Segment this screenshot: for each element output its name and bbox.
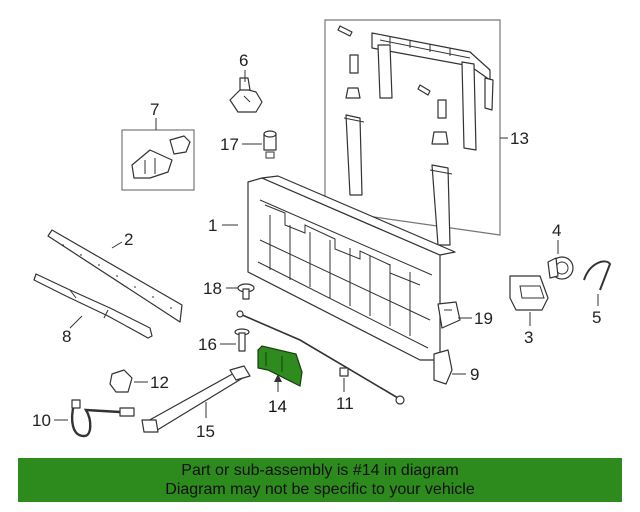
callout-13[interactable]: 13 — [510, 129, 529, 148]
part-7-box[interactable] — [121, 129, 195, 191]
callout-11[interactable]: 11 — [336, 394, 354, 413]
part-9-bracket[interactable] — [433, 349, 453, 385]
part-1-tailgate-inner-panel[interactable] — [247, 175, 456, 361]
part-6-latch-bracket[interactable] — [229, 77, 263, 113]
part-18-pin[interactable] — [237, 283, 255, 300]
part-17-bumper[interactable] — [263, 130, 277, 159]
info-banner: Part or sub-assembly is #14 in diagram D… — [18, 458, 622, 502]
part-12-clip[interactable] — [109, 369, 133, 393]
callout-19[interactable]: 19 — [474, 309, 493, 328]
leader-8 — [69, 315, 83, 329]
callout-18[interactable]: 18 — [203, 279, 222, 298]
part-4-lock-cylinder[interactable] — [547, 256, 574, 280]
part-3-handle-bezel[interactable] — [509, 275, 549, 311]
callout-5[interactable]: 5 — [592, 308, 601, 327]
callout-2[interactable]: 2 — [124, 230, 133, 249]
banner-line-1: Part or sub-assembly is #14 in diagram — [181, 462, 459, 479]
part-10-cable[interactable] — [70, 399, 135, 438]
callout-15[interactable]: 15 — [196, 422, 215, 441]
part-5-clip[interactable] — [583, 260, 612, 291]
part-19-bracket[interactable] — [437, 301, 461, 329]
callout-4[interactable]: 4 — [552, 221, 561, 240]
callout-8[interactable]: 8 — [62, 327, 71, 346]
callout-17[interactable]: 17 — [220, 135, 239, 154]
callout-12[interactable]: 12 — [150, 373, 169, 392]
part-13-assembly[interactable] — [324, 19, 501, 246]
part-15-rod[interactable] — [141, 365, 251, 433]
callout-9[interactable]: 9 — [470, 365, 479, 384]
callout-14[interactable]: 14 — [268, 397, 287, 416]
banner-line-2: Diagram may not be specific to your vehi… — [165, 481, 475, 498]
part-2-seal-strip[interactable] — [47, 229, 183, 323]
leader-14-arrow — [274, 374, 282, 382]
part-14-highlighted[interactable] — [257, 345, 303, 387]
part-16-bolt[interactable] — [234, 328, 250, 352]
callout-7[interactable]: 7 — [150, 100, 159, 119]
part-11-rod[interactable] — [236, 310, 405, 405]
callout-3[interactable]: 3 — [524, 328, 533, 347]
callout-16[interactable]: 16 — [198, 335, 217, 354]
callout-6[interactable]: 6 — [239, 51, 248, 70]
callout-1[interactable]: 1 — [208, 216, 217, 235]
part-8-rod[interactable] — [33, 273, 153, 339]
leader-2 — [111, 241, 123, 249]
callout-10[interactable]: 10 — [32, 411, 51, 430]
